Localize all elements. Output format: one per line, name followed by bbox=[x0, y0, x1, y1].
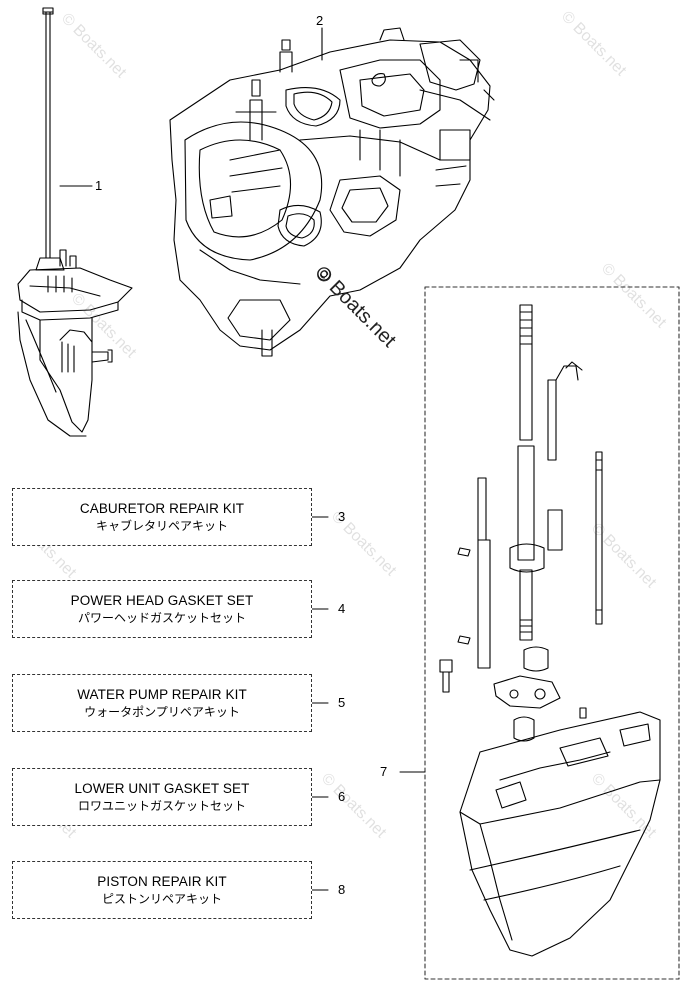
callout-3: 3 bbox=[338, 509, 346, 524]
callout-6: 6 bbox=[338, 789, 346, 804]
kit-box-lower-unit-gasket: LOWER UNIT GASKET SET ロワユニットガスケットセット bbox=[12, 768, 312, 826]
kit-box-power-head-gasket: POWER HEAD GASKET SET パワーヘッドガスケットセット bbox=[12, 580, 312, 638]
callout-8: 8 bbox=[338, 882, 346, 897]
callout-5: 5 bbox=[338, 695, 346, 710]
kit-label-jp: パワーヘッドガスケットセット bbox=[77, 610, 246, 625]
kit-label-en: LOWER UNIT GASKET SET bbox=[74, 780, 250, 796]
kit-box-water-pump-repair: WATER PUMP REPAIR KIT ウォータポンプリペアキット bbox=[12, 674, 312, 732]
kit-label-jp: ピストンリペアキット bbox=[101, 891, 222, 906]
kit-label-jp: ウォータポンプリペアキット bbox=[84, 704, 240, 719]
callout-7: 7 bbox=[380, 764, 388, 779]
kit-label-en: POWER HEAD GASKET SET bbox=[70, 592, 254, 608]
kit-label-en: WATER PUMP REPAIR KIT bbox=[77, 686, 247, 702]
kit-label-jp: ロワユニットガスケットセット bbox=[77, 798, 246, 813]
kit-leaders bbox=[311, 516, 329, 891]
part-7-group-box bbox=[424, 286, 680, 980]
kit-label-en: PISTON REPAIR KIT bbox=[97, 873, 227, 889]
kit-label-jp: キャブレタリペアキット bbox=[95, 518, 228, 533]
callout-2: 2 bbox=[316, 13, 324, 28]
part-1-drive-assembly bbox=[17, 7, 133, 437]
kit-box-carburetor-repair: CABURETOR REPAIR KIT キャブレタリペアキット bbox=[12, 488, 312, 546]
part-2-power-head bbox=[169, 27, 495, 357]
kit-box-piston-repair: PISTON REPAIR KIT ピストンリペアキット bbox=[12, 861, 312, 919]
kit-label-en: CABURETOR REPAIR KIT bbox=[79, 500, 245, 516]
callout-1: 1 bbox=[95, 178, 103, 193]
callout-4: 4 bbox=[338, 601, 346, 616]
part-7-lower-unit-components bbox=[439, 304, 661, 957]
